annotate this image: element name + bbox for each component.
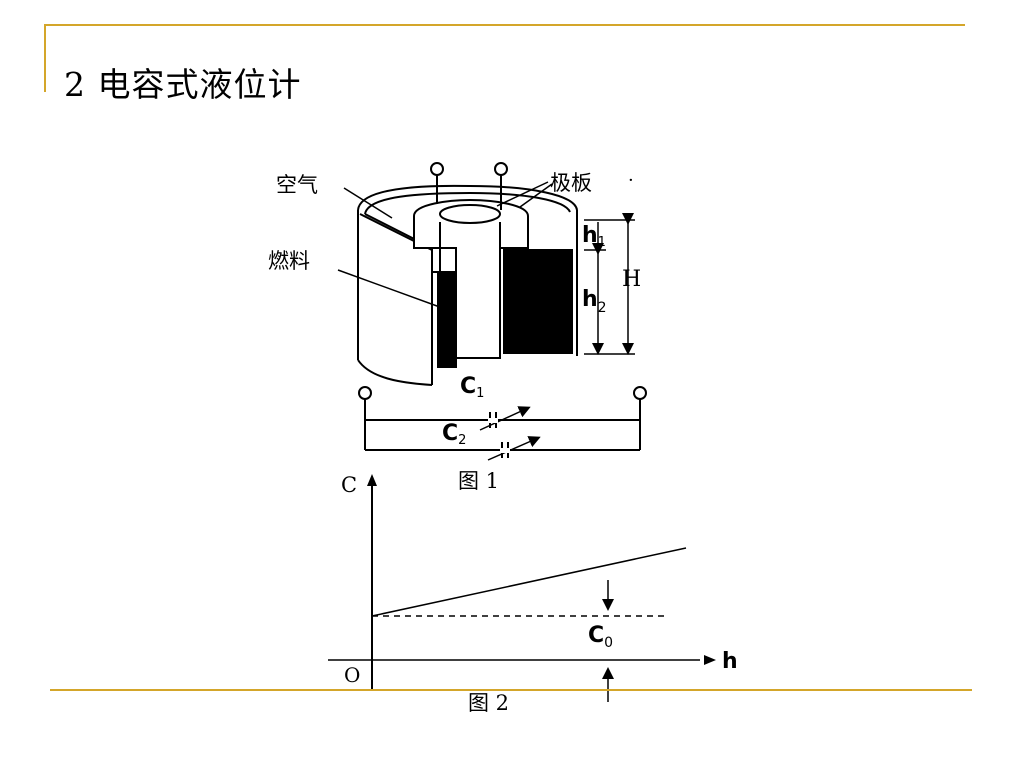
y-axis-label: C [341,473,357,497]
label-plates: 极板 [550,171,592,195]
x-axis-arrow [704,655,716,665]
label-air: 空气 [276,173,318,197]
slide-title: 2 电容式液位计 [64,65,302,104]
top-rule [45,24,965,26]
y-axis-arrow [367,474,377,486]
label-h2: h2 [582,287,607,316]
label-c2: C2 [442,421,466,448]
dot-mark: · [628,170,634,191]
figure-1-caption: 图 1 [458,469,499,493]
left-rule [44,24,46,92]
label-H: H [622,267,641,292]
label-fuel: 燃料 [268,249,310,273]
leader-lines [337,181,553,311]
c-h-line [371,547,687,617]
label-c1: C1 [460,374,484,401]
x-axis-label: h [722,649,738,674]
fuel-right [503,250,573,354]
figure-1: 空气 燃料 极板 · h1 H h2 C1 C2 图 1 [268,162,647,493]
origin-label: O [344,663,360,687]
c0-label: C0 [588,623,613,651]
figure-2: C h O C0 图 2 [328,473,738,715]
label-h1: h1 [582,223,606,250]
bottom-rule [50,689,972,691]
figure-2-caption: 图 2 [468,691,509,715]
outer-cylinder [357,184,578,386]
dimension-lines [584,213,635,355]
fuel-left [437,272,457,368]
